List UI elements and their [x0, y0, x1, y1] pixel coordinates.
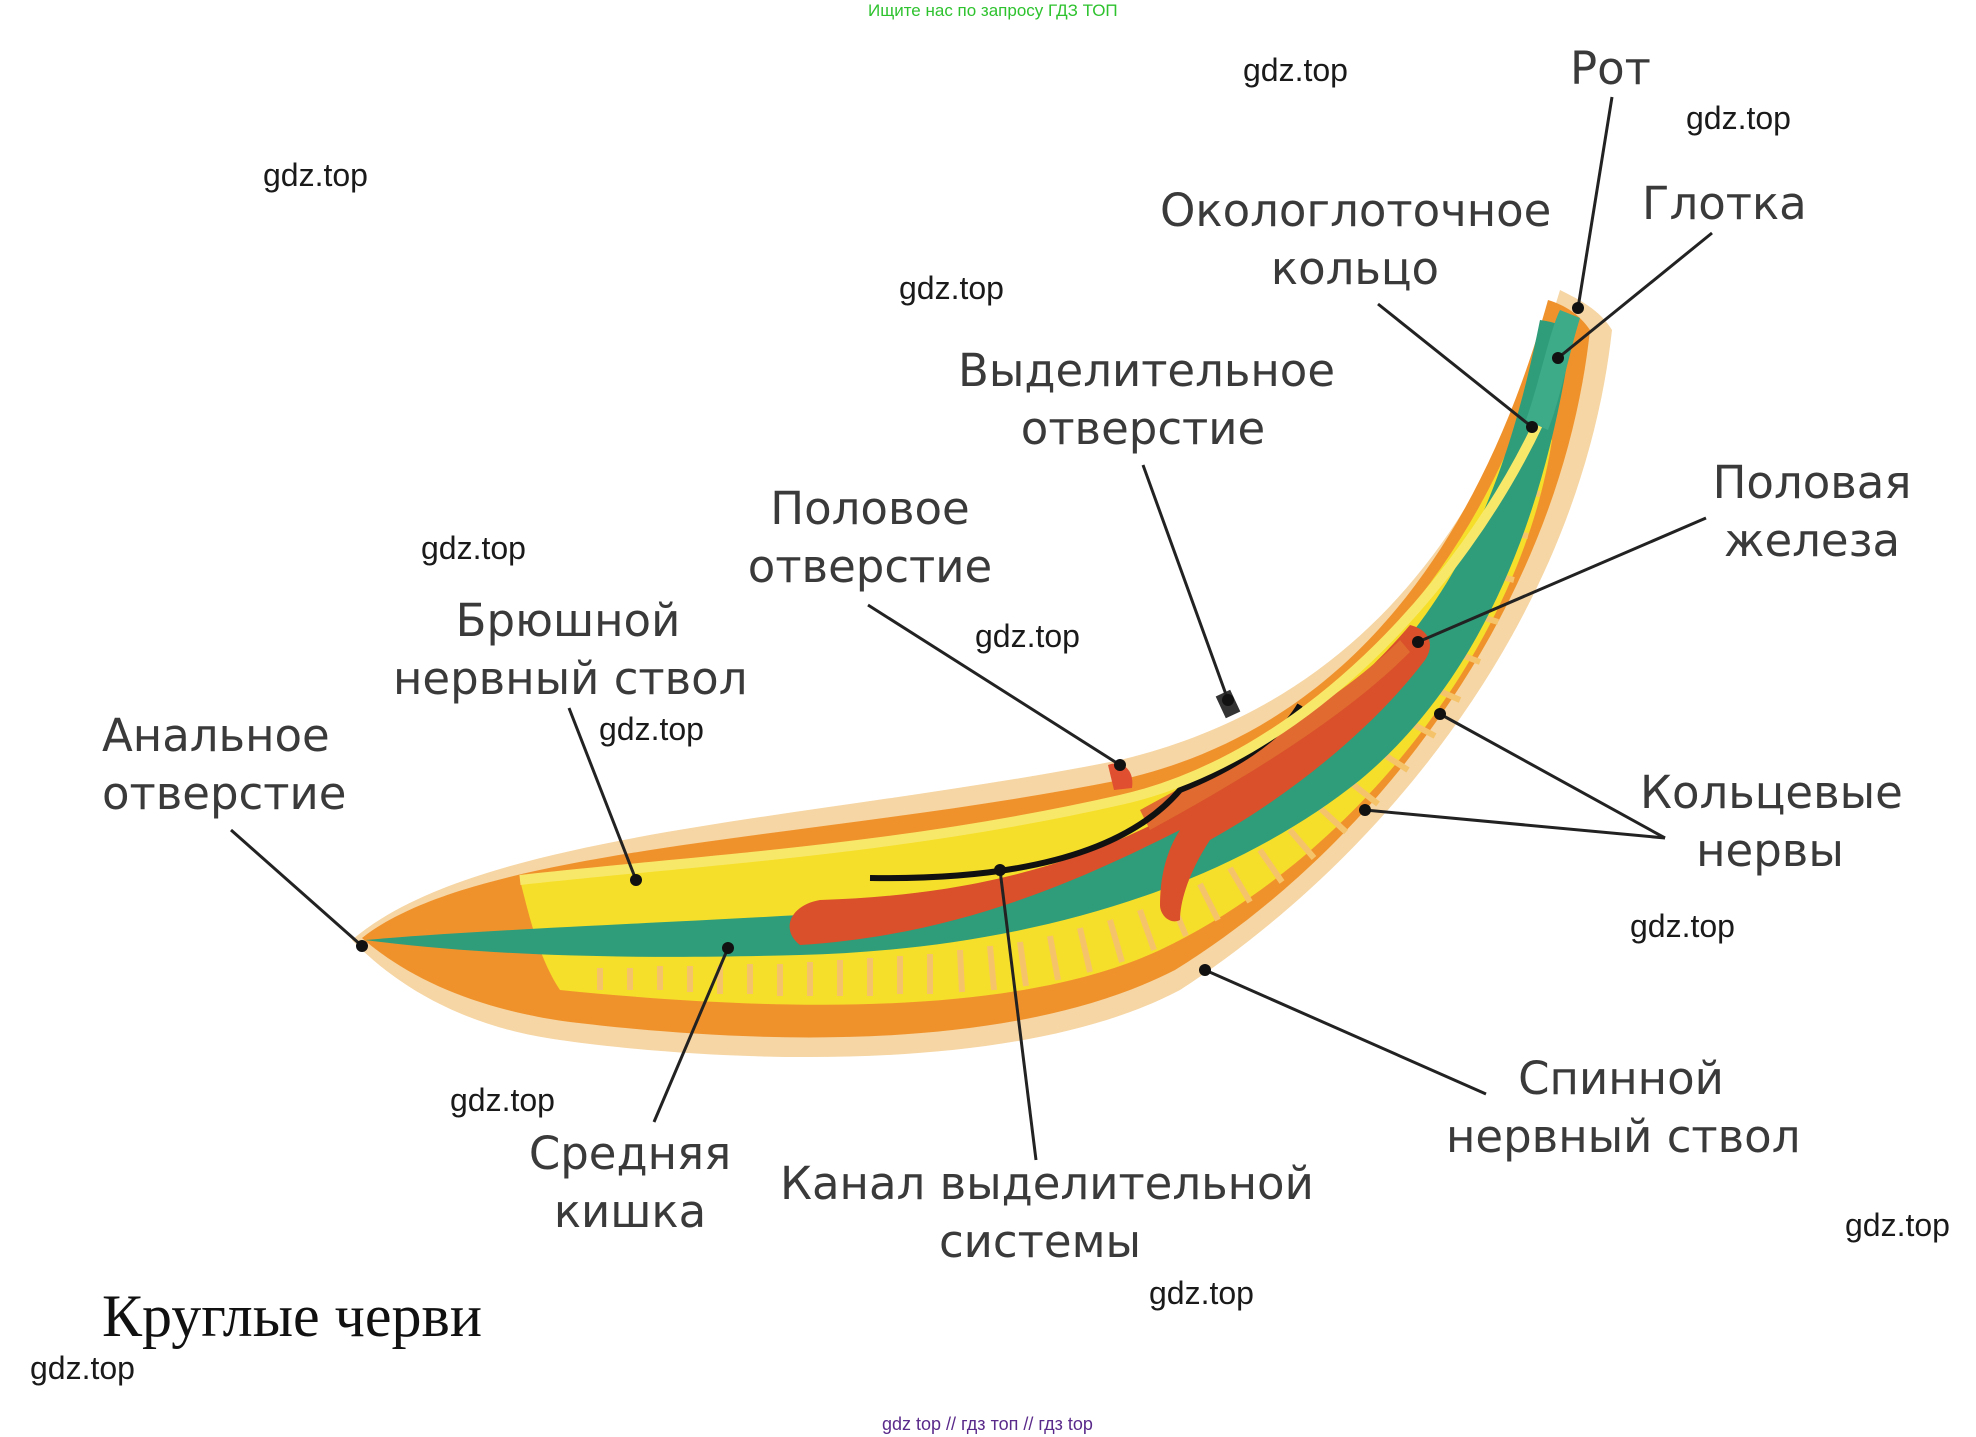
label-anus: Анальное отверстие — [102, 707, 346, 823]
label-gonad: Половая железа — [1712, 454, 1912, 570]
watermark: gdz.top — [899, 270, 1004, 306]
label-anus-line1: Анальное — [102, 709, 330, 762]
label-pharynx-text: Глотка — [1642, 177, 1807, 230]
label-midgut-line2: кишка — [553, 1185, 707, 1238]
label-pharynx: Глотка — [1642, 175, 1807, 233]
label-excretory-pore-line2: отверстие — [1020, 402, 1266, 455]
label-midgut-line1: Средняя — [528, 1127, 732, 1180]
label-nerve-ring-line1: Окологлоточное — [1160, 184, 1552, 237]
label-mouth-text: Рот — [1570, 42, 1651, 95]
footer-text: gdz top // гдз топ // гдз top — [882, 1414, 1093, 1434]
genital-pore-mark — [1108, 763, 1133, 790]
label-excretory-canal: Канал выделительной системы — [780, 1155, 1314, 1271]
label-excretory-canal-line2: системы — [938, 1215, 1142, 1268]
label-genital-pore-line2: отверстие — [747, 540, 993, 593]
header-text: Ищите нас по запросу ГДЗ ТОП — [868, 1, 1118, 20]
watermark: gdz.top — [1149, 1275, 1254, 1311]
label-ventral-cord-line2: нервный ствол — [393, 652, 748, 705]
pointer-dots — [356, 302, 1584, 976]
ventral-cord — [519, 417, 1545, 885]
label-nerve-ring: Окологлоточное кольцо — [1160, 182, 1552, 298]
watermark: gdz.top — [263, 157, 368, 193]
watermark: gdz.top — [1243, 52, 1348, 88]
pharynx — [1526, 310, 1580, 430]
label-gonad-line2: железа — [1723, 514, 1901, 567]
label-excretory-pore: Выделительное отверстие — [958, 342, 1336, 458]
label-dorsal-cord-line2: нервный ствол — [1446, 1110, 1801, 1163]
label-ring-nerves-line1: Кольцевые — [1640, 766, 1903, 819]
diagram-caption: Круглые черви — [102, 1283, 482, 1349]
gonad — [789, 625, 1430, 945]
label-ventral-cord: Брюшной нервный ствол — [393, 592, 748, 708]
label-dorsal-cord: Спинной нервный ствол — [1446, 1050, 1801, 1166]
label-ring-nerves-line2: нервы — [1696, 824, 1844, 877]
label-anus-line2: отверстие — [102, 767, 347, 820]
watermark: gdz.top — [1630, 908, 1735, 944]
label-excretory-pore-line1: Выделительное — [958, 344, 1336, 397]
watermark: gdz.top — [1686, 100, 1791, 136]
watermark: gdz.top — [975, 618, 1080, 654]
watermark: gdz.top — [1845, 1207, 1950, 1243]
label-gonad-line1: Половая — [1712, 456, 1912, 509]
watermark: gdz.top — [450, 1082, 555, 1118]
label-ring-nerves: Кольцевые нервы — [1640, 764, 1903, 880]
watermark: gdz.top — [421, 530, 526, 566]
label-excretory-canal-line1: Канал выделительной — [780, 1157, 1314, 1210]
label-dorsal-cord-line1: Спинной — [1518, 1052, 1724, 1105]
label-genital-pore-line1: Половое — [770, 482, 970, 535]
label-mouth: Рот — [1570, 40, 1651, 98]
label-nerve-ring-line2: кольцо — [1270, 242, 1440, 295]
watermark: gdz.top — [30, 1350, 135, 1386]
label-midgut: Средняя кишка — [520, 1125, 740, 1241]
watermark: gdz.top — [599, 711, 704, 747]
leader-lines — [230, 96, 1713, 1161]
label-ventral-cord-line1: Брюшной — [455, 594, 681, 647]
label-genital-pore: Половое отверстие — [745, 480, 995, 596]
